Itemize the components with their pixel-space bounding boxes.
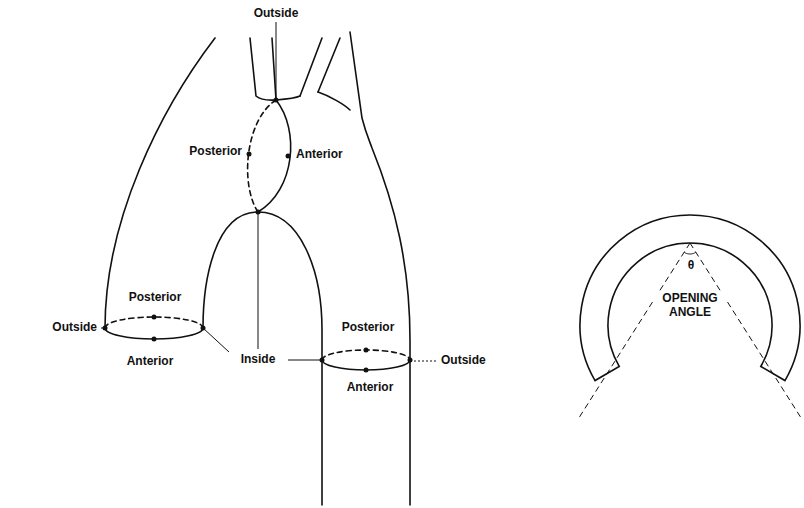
- arch-top-wall: [276, 96, 300, 100]
- angle-ray: [690, 243, 802, 419]
- brachiocephalic-branch: [250, 38, 276, 100]
- subclavian-gap: [318, 92, 350, 110]
- figure-label: OPENING ANGLE: [653, 292, 727, 320]
- leader-line: [410, 361, 436, 362]
- angle-arc: [684, 252, 696, 254]
- arch-section-posterior: [248, 100, 276, 212]
- inner-arch-wall: [203, 212, 322, 505]
- ascending-outer-wall: [105, 38, 215, 328]
- region-label: Outside: [253, 7, 300, 21]
- open-ring: [580, 215, 800, 381]
- region-label: Outside: [51, 321, 98, 335]
- region-label: Posterior: [128, 291, 183, 305]
- descending-outer-wall: [350, 32, 410, 505]
- region-label: Outside: [440, 354, 487, 368]
- arch-section-anterior: [258, 100, 291, 212]
- angle-ray: [578, 243, 690, 419]
- leader-line: [276, 22, 277, 100]
- angle-symbol: θ: [687, 259, 696, 273]
- leader-line: [203, 328, 229, 352]
- leader-line: [288, 360, 322, 361]
- leader-line: [258, 212, 259, 349]
- region-label: Inside: [240, 353, 277, 367]
- region-label: Anterior: [126, 355, 175, 369]
- opening-angle-figure: [578, 215, 802, 419]
- section-points: [103, 98, 413, 373]
- region-label: Anterior: [295, 148, 344, 162]
- carotid-branch: [300, 38, 340, 96]
- region-label: Posterior: [188, 145, 243, 159]
- region-label: Posterior: [341, 321, 396, 335]
- region-label: Anterior: [346, 381, 395, 395]
